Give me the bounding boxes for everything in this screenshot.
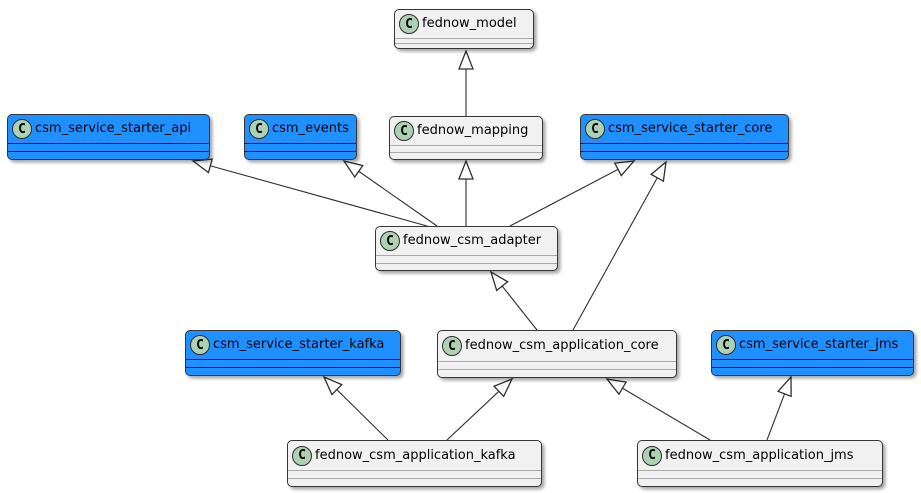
class-compartment-fields (186, 359, 400, 367)
class-compartment-methods (8, 151, 209, 159)
class-compartment-fields (376, 255, 557, 263)
class-compartment-methods (245, 151, 356, 159)
edge-fednow_csm_application_core-to-fednow_csm_adapter (489, 270, 538, 331)
class-icon: C (585, 119, 605, 139)
class-icon: C (394, 121, 414, 141)
class-node-fednow_csm_application_core: C fednow_csm_application_core (437, 330, 677, 378)
class-node-fednow_csm_adapter: C fednow_csm_adapter (375, 226, 558, 271)
class-compartment-methods (376, 262, 557, 271)
class-icon: C (380, 231, 400, 251)
class-label: csm_service_starter_core (608, 121, 773, 136)
class-node-csm_events: C csm_events (244, 114, 357, 160)
class-label: fednow_mapping (417, 123, 529, 138)
class-compartment-methods (438, 369, 676, 377)
class-compartment-fields (288, 470, 541, 478)
class-node-fednow_csm_application_jms: C fednow_csm_application_jms (637, 440, 883, 487)
class-compartment-methods (390, 152, 542, 159)
class-label: csm_service_starter_jms (739, 337, 899, 352)
class-icon: C (12, 119, 32, 139)
class-label: fednow_model (422, 16, 517, 31)
class-compartment-methods (712, 367, 913, 375)
class-compartment-fields (712, 359, 913, 367)
edge-fednow_csm_application_jms-to-fednow_csm_application_core (605, 378, 711, 441)
class-node-csm_service_starter_jms: C csm_service_starter_jms (711, 330, 914, 376)
class-title: C csm_service_starter_jms (712, 331, 913, 359)
class-label: fednow_csm_application_kafka (315, 447, 516, 463)
edge-fednow_csm_adapter-to-csm_events (342, 159, 438, 227)
class-icon: C (249, 119, 269, 139)
edge-fednow_csm_application_jms-to-csm_service_starter_jms (766, 375, 792, 441)
class-node-fednow_csm_application_kafka: C fednow_csm_application_kafka (287, 440, 542, 487)
class-node-csm_service_starter_kafka: C csm_service_starter_kafka (185, 330, 401, 376)
class-title: C fednow_csm_application_kafka (288, 441, 541, 470)
class-icon: C (399, 14, 419, 34)
class-node-csm_service_starter_api: C csm_service_starter_api (7, 114, 210, 160)
class-icon: C (642, 445, 662, 466)
class-title: C fednow_csm_application_core (438, 331, 676, 361)
class-compartment-fields (390, 145, 542, 152)
class-compartment-methods (186, 367, 400, 375)
class-compartment-fields (438, 361, 676, 369)
class-title: C csm_service_starter_core (581, 115, 788, 143)
class-title: C csm_events (245, 115, 356, 143)
class-icon: C (442, 336, 462, 356)
class-label: fednow_csm_application_jms (665, 447, 854, 463)
class-label: fednow_csm_application_core (465, 338, 659, 353)
class-node-fednow_mapping: C fednow_mapping (389, 116, 543, 160)
edge-fednow_csm_adapter-to-csm_service_starter_core (509, 160, 636, 227)
class-label: fednow_csm_adapter (403, 233, 542, 248)
edge-fednow_csm_application_kafka-to-fednow_csm_application_core (446, 377, 514, 441)
class-compartment-fields (638, 470, 882, 478)
class-compartment-fields (395, 38, 533, 43)
class-label: csm_events (272, 121, 349, 136)
class-compartment-methods (581, 151, 788, 159)
class-title: C csm_service_starter_api (8, 115, 209, 143)
class-title: C fednow_csm_application_jms (638, 441, 882, 470)
edge-fednow_csm_application_core-to-csm_service_starter_core (572, 160, 667, 331)
class-compartment-fields (8, 143, 209, 151)
class-node-fednow_model: C fednow_model (394, 9, 534, 49)
class-title: C fednow_csm_adapter (376, 227, 557, 255)
class-compartment-methods (288, 478, 541, 486)
class-icon: C (716, 335, 736, 355)
class-compartment-fields (581, 143, 788, 151)
class-label: csm_service_starter_api (35, 121, 192, 136)
edge-fednow_csm_adapter-to-csm_service_starter_api (191, 158, 428, 227)
class-compartment-fields (245, 143, 356, 151)
class-node-csm_service_starter_core: C csm_service_starter_core (580, 114, 789, 160)
class-icon: C (292, 445, 312, 466)
class-label: csm_service_starter_kafka (213, 337, 385, 352)
class-compartment-methods (638, 478, 882, 486)
class-compartment-methods (395, 43, 533, 48)
edge-fednow_csm_application_kafka-to-csm_service_starter_kafka (322, 375, 389, 441)
class-title: C fednow_model (395, 10, 533, 38)
class-icon: C (190, 335, 210, 355)
class-title: C fednow_mapping (390, 117, 542, 145)
class-title: C csm_service_starter_kafka (186, 331, 400, 359)
